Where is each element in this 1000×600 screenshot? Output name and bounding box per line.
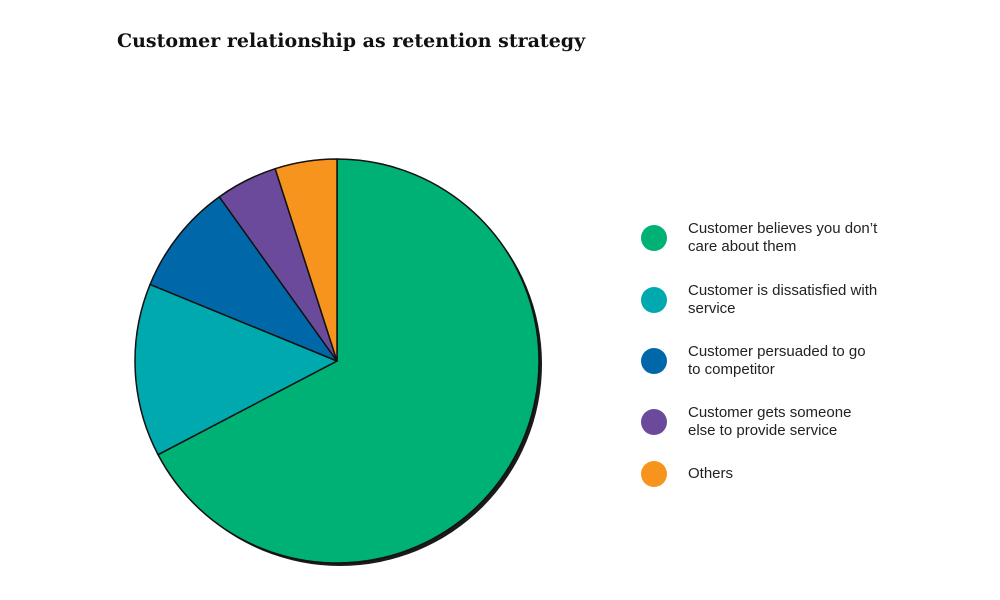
legend-swatch-1 — [641, 287, 667, 313]
legend-item-3: Customer gets someone else to provide se… — [641, 404, 878, 440]
legend-item-4: Others — [641, 461, 878, 487]
pie-slice-0 — [157, 158, 540, 564]
legend-swatch-2 — [641, 348, 667, 374]
legend-item-0: Customer believes you don’t care about t… — [641, 220, 878, 256]
legend-item-1: Customer is dissatisfied with service — [641, 282, 878, 318]
legend-swatch-0 — [641, 225, 667, 251]
pie-slice-2 — [149, 196, 338, 362]
legend-label-3: Customer gets someone else to provide se… — [688, 404, 852, 439]
pie-slice-4 — [274, 158, 338, 362]
legend-label-1: Customer is dissatisfied with service — [688, 282, 878, 317]
legend-swatch-3 — [641, 409, 667, 435]
pie-slice-1 — [134, 283, 338, 456]
chart-title: Customer relationship as retention strat… — [117, 30, 586, 52]
legend-label-0: Customer believes you don’t care about t… — [688, 220, 878, 255]
pie-slices — [134, 158, 540, 564]
legend-item-2: Customer persuaded to go to competitor — [641, 343, 878, 379]
legend-swatch-4 — [641, 461, 667, 487]
legend-label-2: Customer persuaded to go to competitor — [688, 343, 866, 378]
legend-label-4: Others — [688, 465, 734, 482]
